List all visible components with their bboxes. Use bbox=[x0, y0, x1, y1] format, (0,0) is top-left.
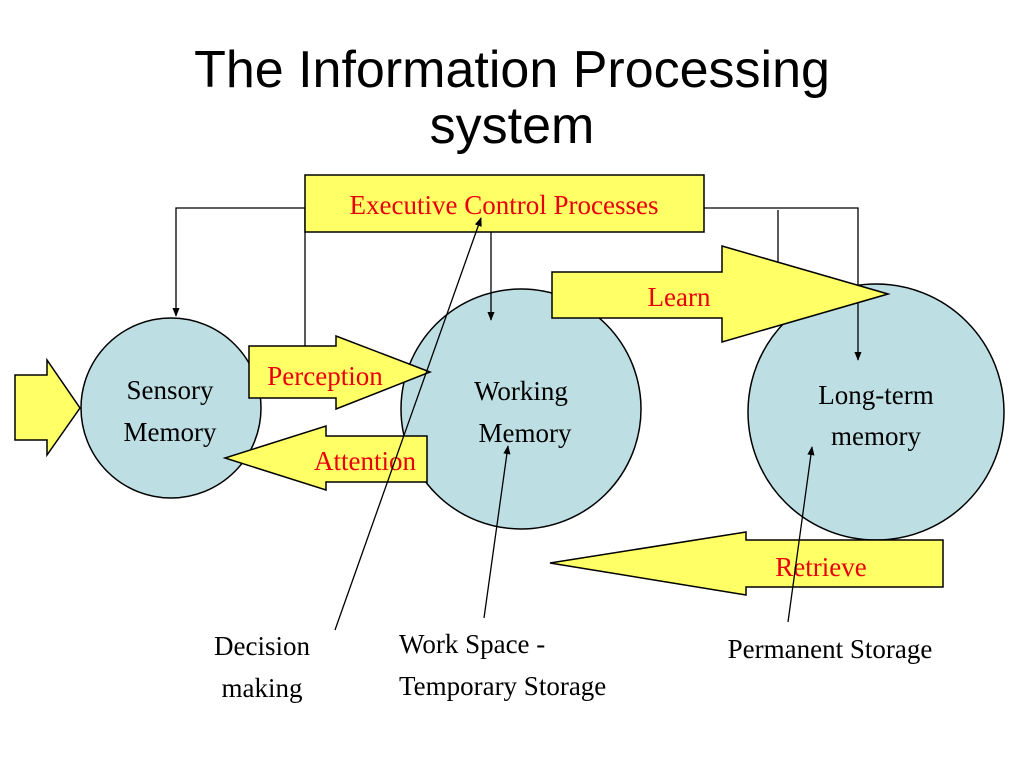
decision-making-label-line-1: Decision bbox=[214, 631, 310, 661]
executive-control-box bbox=[304, 174, 705, 233]
long-term-memory-label-line-2: memory bbox=[831, 421, 921, 451]
retrieve-arrow bbox=[549, 531, 944, 596]
sensory-memory-circle bbox=[80, 317, 262, 499]
annotation-pointers bbox=[334, 217, 815, 631]
sensory-memory-label-line-2: Memory bbox=[124, 417, 217, 447]
work-space-label-line-1: Work Space - bbox=[399, 629, 545, 659]
learn-arrow bbox=[551, 245, 891, 343]
title-line-2: system bbox=[429, 97, 595, 155]
work-space-label-line-2: Temporary Storage bbox=[399, 671, 606, 701]
title-line-1: The Information Processing bbox=[194, 41, 830, 99]
learn-label: Learn bbox=[648, 282, 711, 312]
attention-arrow bbox=[222, 424, 428, 492]
working-memory-label-line-2: Memory bbox=[479, 418, 572, 448]
working-memory-label-line-1: Working bbox=[474, 376, 568, 406]
perception-label: Perception bbox=[267, 361, 383, 391]
working-memory-circle bbox=[400, 288, 642, 530]
executive-control-label: Executive Control Processes bbox=[350, 190, 659, 220]
retrieve-label: Retrieve bbox=[775, 552, 866, 582]
sensory-memory-label-line-1: Sensory bbox=[127, 375, 214, 405]
long-term-memory-label-line-1: Long-term bbox=[818, 380, 933, 410]
decision-making-label-line-2: making bbox=[222, 673, 303, 703]
page-title: The Information Processing system bbox=[0, 42, 1024, 154]
perception-arrow bbox=[248, 334, 433, 411]
input-arrow bbox=[14, 357, 81, 458]
attention-label: Attention bbox=[314, 446, 416, 476]
permanent-storage-label: Permanent Storage bbox=[728, 634, 933, 664]
